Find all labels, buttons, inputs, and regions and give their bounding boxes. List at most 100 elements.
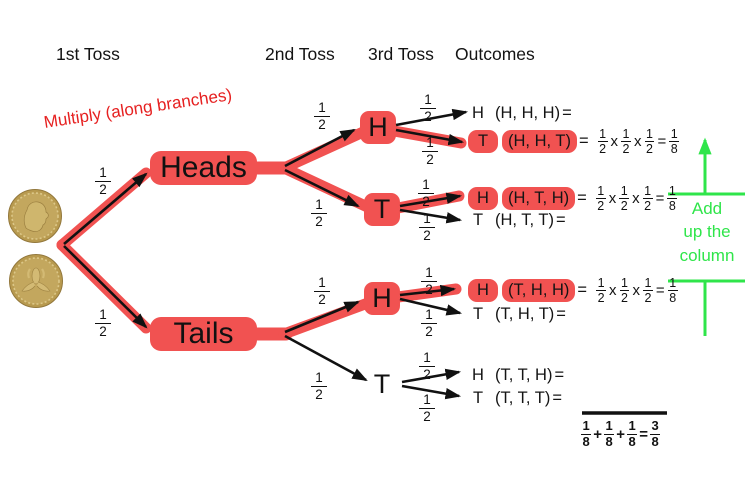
equals-sign: = <box>657 132 667 150</box>
fraction-denominator: 2 <box>423 409 431 425</box>
fraction-denominator: 2 <box>425 324 433 340</box>
tails-node-label: Tails <box>173 317 234 350</box>
fraction-numerator: 1 <box>418 177 434 195</box>
fraction-denominator: 2 <box>99 324 107 340</box>
fraction-denominator: 2 <box>318 117 326 133</box>
fraction-numerator: 1 <box>422 135 438 153</box>
fraction-numerator: 1 <box>419 350 435 368</box>
fraction-denominator: 2 <box>315 387 323 403</box>
outcome-tuple: (T, H, T) <box>495 304 555 323</box>
outcome-equals: = <box>552 388 562 407</box>
outcome-letter: H <box>472 365 484 384</box>
fraction-denominator: 2 <box>424 109 432 125</box>
outcome-equals: = <box>556 304 566 323</box>
outcome-letter: H <box>468 186 498 210</box>
fraction-numerator: 1 <box>311 197 327 215</box>
times-sign: x <box>608 189 617 207</box>
fraction-numerator: 1 <box>95 165 111 183</box>
add-up-column-label-line3: column <box>679 246 735 265</box>
outcome-tuple: (H, H, H) <box>495 103 561 122</box>
times-sign: x <box>609 281 617 299</box>
fraction-denominator: 2 <box>315 214 323 230</box>
outcome-letter: T <box>472 304 484 323</box>
outcome-row-htt: T (H, T, T)= <box>468 206 566 234</box>
fraction-denominator: 2 <box>422 194 430 210</box>
fraction-denominator: 2 <box>425 282 433 298</box>
header-1st-toss: 1st Toss <box>56 44 120 64</box>
fraction-numerator: 1 <box>421 307 437 325</box>
outcome-tuple: (T, H, H) <box>502 278 576 302</box>
equals-sign: = <box>639 425 648 443</box>
equals-sign: = <box>655 281 665 299</box>
outcome-letter: T <box>472 388 484 407</box>
toss2-h-top-label: H <box>368 112 388 142</box>
outcome-row-hhh: H (H, H, H)= <box>468 99 572 127</box>
fraction-denominator: 2 <box>426 152 434 168</box>
outcome-equals: = <box>562 103 572 122</box>
times-sign: x <box>632 189 640 207</box>
branch-arrows <box>63 108 469 400</box>
fraction-numerator: 1 <box>421 265 437 283</box>
plus-sign: + <box>593 425 602 443</box>
outcome-equals: = <box>555 210 566 229</box>
outcome-row-ttt: T (T, T, T)= <box>468 384 562 412</box>
header-3rd-toss: 3rd Toss <box>368 44 434 64</box>
coin-heads-icon <box>8 189 62 243</box>
fraction-numerator: 1 <box>311 370 327 388</box>
add-up-column-label-line1: Add <box>691 199 723 218</box>
heads-node-box <box>150 151 257 185</box>
outcome-tuple: (H, H, T) <box>502 129 577 153</box>
times-sign: x <box>610 132 619 150</box>
outcome-equals: = <box>554 365 565 384</box>
fraction-denominator: 2 <box>423 367 431 383</box>
fraction-denominator: 2 <box>423 228 431 244</box>
node-boxes <box>150 111 400 351</box>
add-up-column-label-line2: up the <box>683 222 731 241</box>
t-node-box-top <box>364 193 400 226</box>
fraction-denominator: 2 <box>99 182 107 198</box>
toss2-t-top-label: T <box>373 194 391 224</box>
outcome-equals: = <box>577 188 587 207</box>
outcome-letter: T <box>468 129 498 153</box>
outcome-tuple: (H, T, T) <box>495 210 554 229</box>
outcome-equals: = <box>578 131 589 150</box>
heads-node-label: Heads <box>160 151 247 184</box>
outcome-letter: T <box>472 210 484 229</box>
fraction-numerator: 1 <box>419 392 435 410</box>
fraction-numerator: 1 <box>314 275 330 293</box>
header-2nd-toss: 2nd Toss <box>265 44 335 64</box>
add-up-column-arrow <box>668 137 745 336</box>
outcome-row-tth: H (T, T, H)= <box>468 361 564 389</box>
toss2-h-bottom-label: H <box>372 283 392 313</box>
fraction-numerator: 1 <box>314 100 330 118</box>
outcome-letter: H <box>468 278 498 302</box>
h-node-box-top <box>360 111 396 144</box>
